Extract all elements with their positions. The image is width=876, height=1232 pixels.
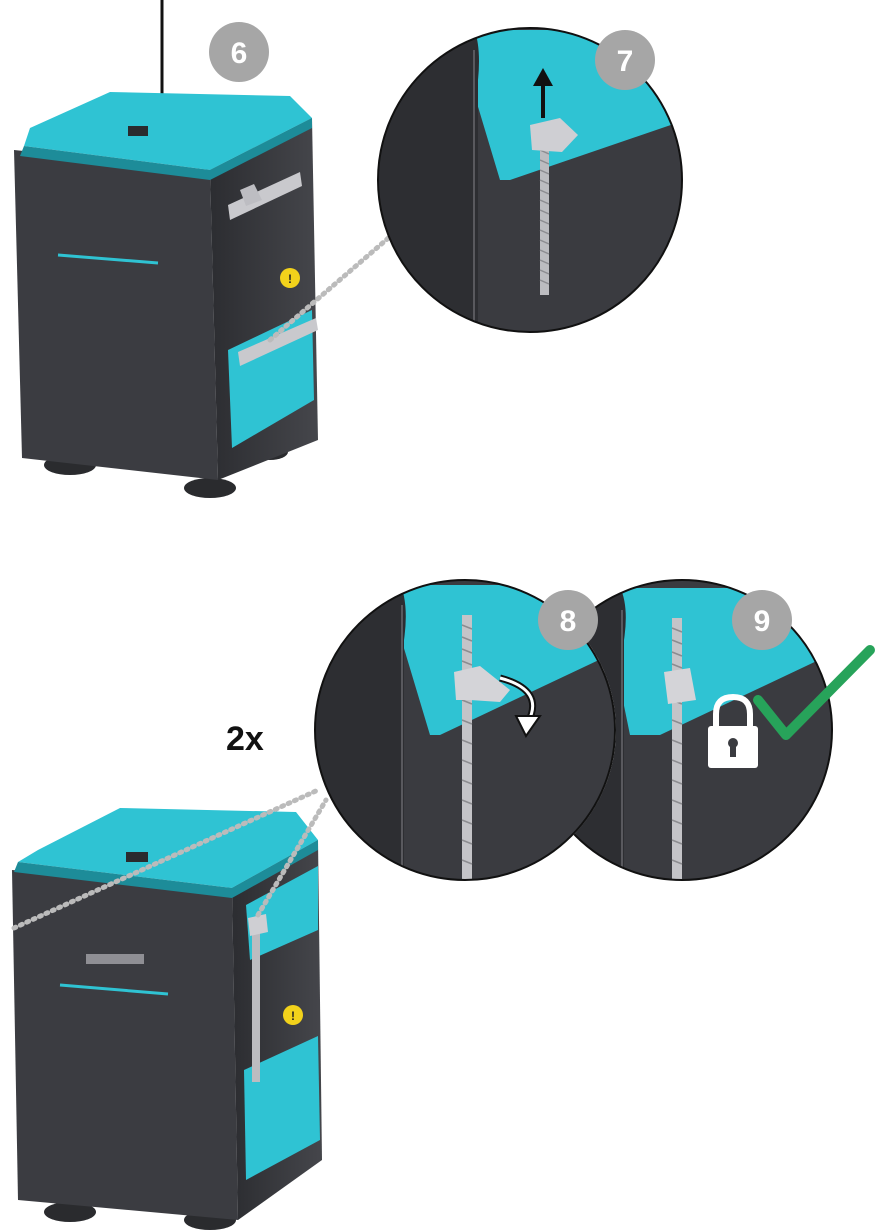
svg-text:!: ! — [291, 1009, 295, 1023]
step-6-figure: ! 6 — [14, 0, 318, 498]
step-9-badge: 9 — [732, 590, 792, 650]
step-8-9-figure: ! — [12, 808, 322, 1230]
svg-text:!: ! — [288, 272, 292, 286]
step-8-number: 8 — [560, 605, 577, 638]
detail-link-7 — [267, 225, 403, 343]
checkmark-icon — [753, 645, 875, 740]
step-8-detail: 8 — [314, 579, 616, 881]
up-arrow-icon — [533, 68, 553, 118]
step-7-badge: 7 — [595, 30, 655, 90]
warning-label-icon: ! — [280, 268, 300, 288]
repeat-count-label: 2x — [226, 720, 264, 758]
step-9-number: 9 — [754, 605, 771, 638]
padlock-icon — [708, 693, 758, 768]
detail-link-8b — [255, 797, 329, 918]
step-7-detail: 7 — [377, 27, 683, 333]
step-8-badge: 8 — [538, 590, 598, 650]
rotate-arrow-icon — [499, 674, 542, 738]
detail-link-8 — [11, 787, 321, 931]
warning-label-icon: ! — [283, 1005, 303, 1025]
step-6-badge: 6 — [209, 22, 269, 82]
step-6-number: 6 — [231, 37, 248, 70]
step-7-number: 7 — [617, 45, 634, 78]
